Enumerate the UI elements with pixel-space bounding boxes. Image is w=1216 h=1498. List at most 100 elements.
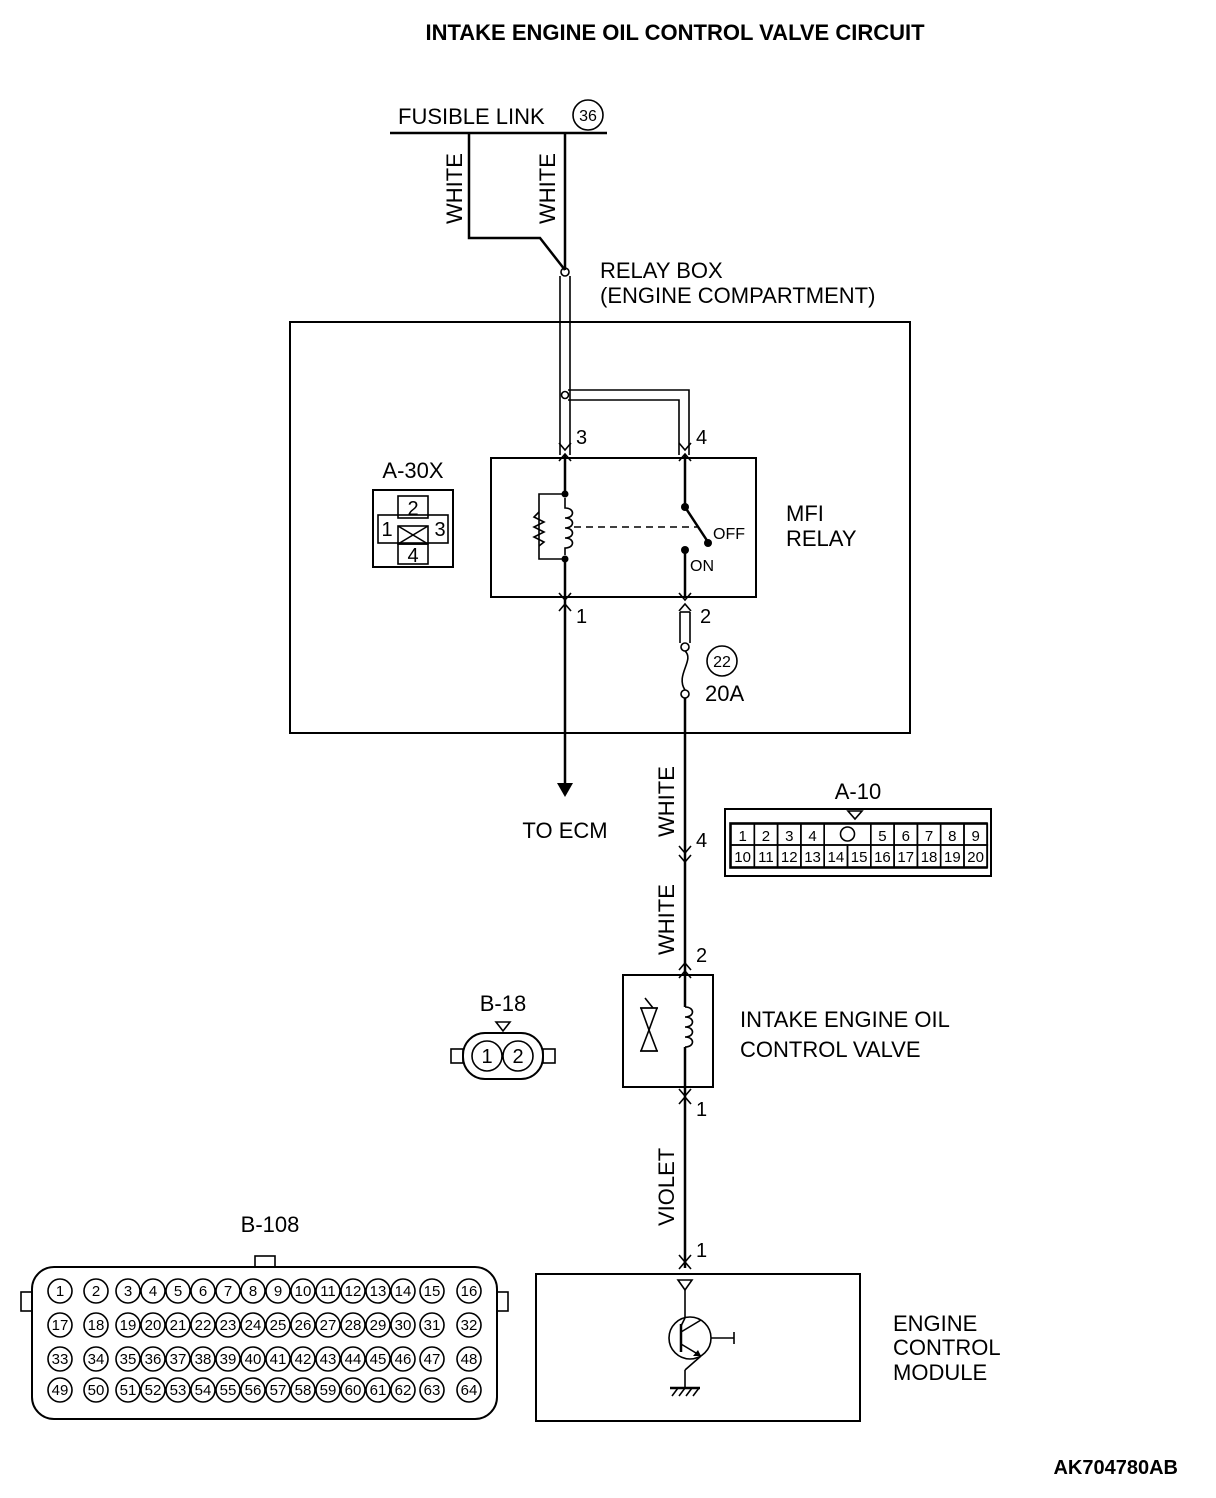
- b108-pin: [83, 1312, 109, 1338]
- connector-a10-name: A-10: [835, 779, 881, 804]
- b108-pin: [165, 1346, 191, 1372]
- mfi-relay-pin-1: 1: [576, 606, 587, 628]
- b108-pin-label: 43: [320, 1351, 337, 1368]
- b108-pin-label: 31: [424, 1317, 441, 1334]
- b108-pin: [140, 1312, 166, 1338]
- b108-pin-label: 38: [195, 1351, 212, 1368]
- a10-pin-label: 15: [851, 849, 868, 866]
- b108-pin-label: 51: [120, 1382, 137, 1399]
- a10-pin-label: 10: [734, 849, 751, 866]
- relay-on-label: ON: [690, 558, 714, 575]
- b108-pin-label: 42: [295, 1351, 312, 1368]
- b108-pin-label: 24: [245, 1317, 262, 1334]
- b108-pin-label: 12: [345, 1283, 362, 1300]
- connector-b18-name: B-18: [480, 991, 526, 1016]
- b108-pin: [265, 1377, 291, 1403]
- b108-pin: [47, 1377, 73, 1403]
- b108-pin-label: 44: [345, 1351, 362, 1368]
- b108-pin: [456, 1377, 482, 1403]
- b108-pin: [315, 1312, 341, 1338]
- b108-pin-label: 63: [424, 1382, 441, 1399]
- b108-pin-label: 47: [424, 1351, 441, 1368]
- a10-pin-label: 18: [921, 849, 938, 866]
- b108-pin-label: 20: [145, 1317, 162, 1334]
- b108-pin: [419, 1278, 445, 1304]
- b108-pin-label: 35: [120, 1351, 137, 1368]
- b108-pin-label: 48: [461, 1351, 478, 1368]
- fuse-number: 22: [713, 654, 731, 671]
- b108-pin-label: 50: [88, 1382, 105, 1399]
- connector-b108-name: B-108: [241, 1212, 300, 1237]
- b108-pin-label: 49: [52, 1382, 69, 1399]
- a10-pin-label: 20: [967, 849, 984, 866]
- b108-pin-label: 7: [224, 1283, 232, 1300]
- b108-pin-label: 53: [170, 1382, 187, 1399]
- b108-pin-label: 29: [370, 1317, 387, 1334]
- diagram-title: INTAKE ENGINE OIL CONTROL VALVE CIRCUIT: [425, 20, 925, 45]
- b108-pin: [456, 1312, 482, 1338]
- fusible-link-label: FUSIBLE LINK: [398, 104, 545, 129]
- a10-pin-label: 12: [781, 849, 798, 866]
- relay-off-label: OFF: [713, 526, 745, 543]
- b108-pin: [265, 1312, 291, 1338]
- violet-wire: VIOLET 1: [654, 1087, 707, 1270]
- b108-pin-label: 39: [220, 1351, 237, 1368]
- b108-pin-label: 52: [145, 1382, 162, 1399]
- b108-pin: [340, 1346, 366, 1372]
- mfi-relay-label-2: RELAY: [786, 526, 857, 551]
- b108-pin: [165, 1312, 191, 1338]
- a30x-pin-4: 4: [407, 545, 418, 567]
- b108-pin-label: 56: [245, 1382, 262, 1399]
- b108-pin-label: 34: [88, 1351, 105, 1368]
- b108-pin: [190, 1346, 216, 1372]
- b108-pin: [215, 1278, 241, 1304]
- b108-pin-label: 45: [370, 1351, 387, 1368]
- b108-pin-label: 4: [149, 1283, 157, 1300]
- b18-pin-2: 2: [512, 1046, 523, 1068]
- b108-pin: [83, 1346, 109, 1372]
- b108-pin: [115, 1312, 141, 1338]
- b108-pin: [115, 1346, 141, 1372]
- b108-pin: [240, 1312, 266, 1338]
- b108-pin: [456, 1278, 482, 1304]
- b108-pin: [115, 1377, 141, 1403]
- b108-pin: [190, 1377, 216, 1403]
- b108-pin: [290, 1377, 316, 1403]
- b108-pin-label: 23: [220, 1317, 237, 1334]
- relay-box-feed: [559, 276, 690, 455]
- b108-pin-label: 62: [395, 1382, 412, 1399]
- b108-pin: [365, 1278, 391, 1304]
- a10-pin-label: 2: [762, 828, 770, 845]
- b108-pin: [240, 1377, 266, 1403]
- b108-pin: [419, 1377, 445, 1403]
- oil-control-valve: INTAKE ENGINE OIL CONTROL VALVE 1: [622, 974, 950, 1121]
- a10-pin-4: 4: [696, 830, 707, 852]
- b108-pin: [315, 1278, 341, 1304]
- b108-pin: [390, 1346, 416, 1372]
- b108-pin: [419, 1312, 445, 1338]
- b108-pin-label: 30: [395, 1317, 412, 1334]
- main-wire: WHITE 4 WHITE 2: [654, 698, 707, 979]
- b108-pin: [140, 1377, 166, 1403]
- b108-pin: [340, 1377, 366, 1403]
- b108-pin-label: 14: [395, 1283, 412, 1300]
- b108-pin-label: 18: [88, 1317, 105, 1334]
- b108-pin: [390, 1278, 416, 1304]
- b108-pin-label: 22: [195, 1317, 212, 1334]
- b108-pin: [419, 1346, 445, 1372]
- b108-pin: [215, 1312, 241, 1338]
- b108-pin-label: 16: [461, 1283, 478, 1300]
- b108-pin-label: 15: [424, 1283, 441, 1300]
- b108-pin-label: 64: [461, 1382, 478, 1399]
- a30x-pin-1: 1: [381, 519, 392, 541]
- a10-pin-label: 19: [944, 849, 961, 866]
- a10-pin-label: 14: [828, 849, 845, 866]
- b108-pin: [165, 1377, 191, 1403]
- b108-pin-label: 61: [370, 1382, 387, 1399]
- b108-pin: [315, 1377, 341, 1403]
- to-ecm-label: TO ECM: [522, 818, 607, 843]
- b108-pin-label: 33: [52, 1351, 69, 1368]
